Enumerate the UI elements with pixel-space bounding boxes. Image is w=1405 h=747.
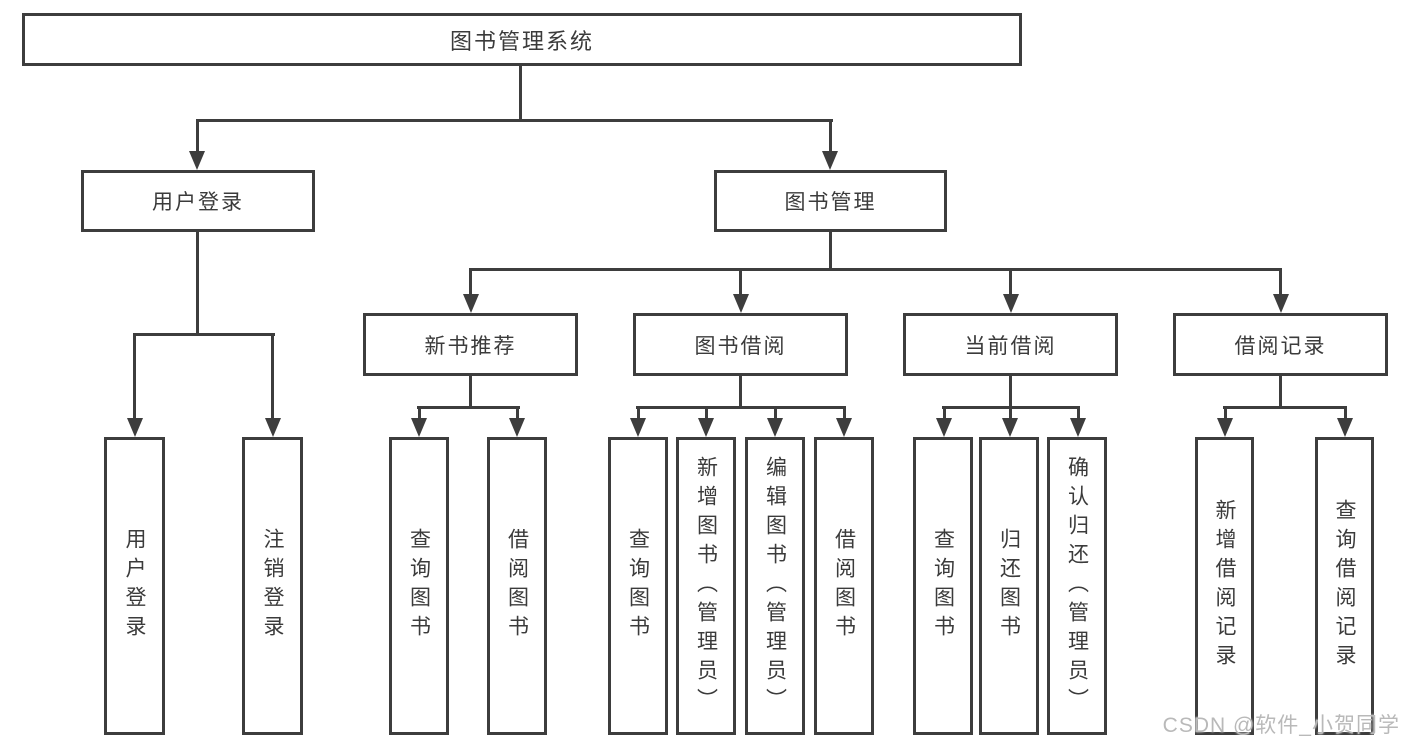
arrow-down-icon [698, 418, 714, 437]
connector-line [196, 232, 199, 336]
leaf-edit-book-admin: 编辑图书（管理员） [745, 437, 805, 735]
arrow-down-icon [265, 418, 281, 437]
connector-line [1223, 406, 1347, 409]
connector-line [469, 268, 472, 298]
arrow-down-icon [1273, 294, 1289, 313]
connector-line [1279, 268, 1282, 298]
connector-line [705, 406, 708, 422]
leaf-user-login: 用户登录 [104, 437, 165, 735]
arrow-down-icon [1002, 418, 1018, 437]
arrow-down-icon [1003, 294, 1019, 313]
arrow-down-icon [822, 151, 838, 170]
leaf-query-books-2: 查询图书 [608, 437, 668, 735]
leaf-add-borrow-record: 新增借阅记录 [1195, 437, 1254, 735]
arrow-down-icon [733, 294, 749, 313]
connector-line [1009, 376, 1012, 409]
connector-line [469, 376, 472, 409]
node-current-borrowing: 当前借阅 [903, 313, 1118, 376]
connector-line [843, 406, 846, 422]
connector-line [637, 406, 640, 422]
leaf-logout: 注销登录 [242, 437, 303, 735]
connector-line [739, 268, 742, 298]
arrow-down-icon [936, 418, 952, 437]
arrow-down-icon [509, 418, 525, 437]
connector-line [829, 232, 832, 271]
connector-line [418, 406, 421, 422]
connector-line [417, 406, 520, 409]
connector-line [1224, 406, 1227, 422]
connector-line [636, 406, 845, 409]
arrow-down-icon [836, 418, 852, 437]
connector-line [196, 119, 833, 122]
leaf-add-book-admin: 新增图书（管理员） [676, 437, 736, 735]
arrow-down-icon [463, 294, 479, 313]
leaf-borrow-books-2: 借阅图书 [814, 437, 874, 735]
connector-line [271, 333, 274, 421]
leaf-query-books-1: 查询图书 [389, 437, 449, 735]
leaf-query-borrow-record: 查询借阅记录 [1315, 437, 1374, 735]
csdn-watermark: CSDN @软件_小贺同学 [1162, 714, 1400, 737]
connector-line [469, 268, 1282, 271]
connector-line [1077, 406, 1080, 422]
arrow-down-icon [1070, 418, 1086, 437]
leaf-confirm-return-admin: 确认归还（管理员） [1047, 437, 1107, 735]
connector-line [1009, 268, 1012, 298]
connector-line [133, 333, 136, 421]
node-library-management-system: 图书管理系统 [22, 13, 1022, 66]
leaf-query-books-3: 查询图书 [913, 437, 973, 735]
leaf-borrow-books-1: 借阅图书 [487, 437, 547, 735]
connector-line [829, 119, 832, 154]
node-new-book-recommend: 新书推荐 [363, 313, 578, 376]
node-book-management: 图书管理 [714, 170, 947, 232]
connector-line [516, 406, 519, 422]
arrow-down-icon [767, 418, 783, 437]
node-user-login: 用户登录 [81, 170, 315, 232]
arrow-down-icon [1337, 418, 1353, 437]
node-borrowing-records: 借阅记录 [1173, 313, 1388, 376]
connector-line [133, 333, 275, 336]
arrow-down-icon [630, 418, 646, 437]
connector-line [943, 406, 946, 422]
connector-line [1344, 406, 1347, 422]
connector-line [519, 66, 522, 122]
arrow-down-icon [411, 418, 427, 437]
arrow-down-icon [1217, 418, 1233, 437]
connector-line [1009, 406, 1012, 422]
arrow-down-icon [127, 418, 143, 437]
arrow-down-icon [189, 151, 205, 170]
connector-line [196, 119, 199, 154]
connector-line [1279, 376, 1282, 409]
leaf-return-book: 归还图书 [979, 437, 1039, 735]
node-book-borrowing: 图书借阅 [633, 313, 848, 376]
connector-line [739, 376, 742, 409]
connector-line [774, 406, 777, 422]
